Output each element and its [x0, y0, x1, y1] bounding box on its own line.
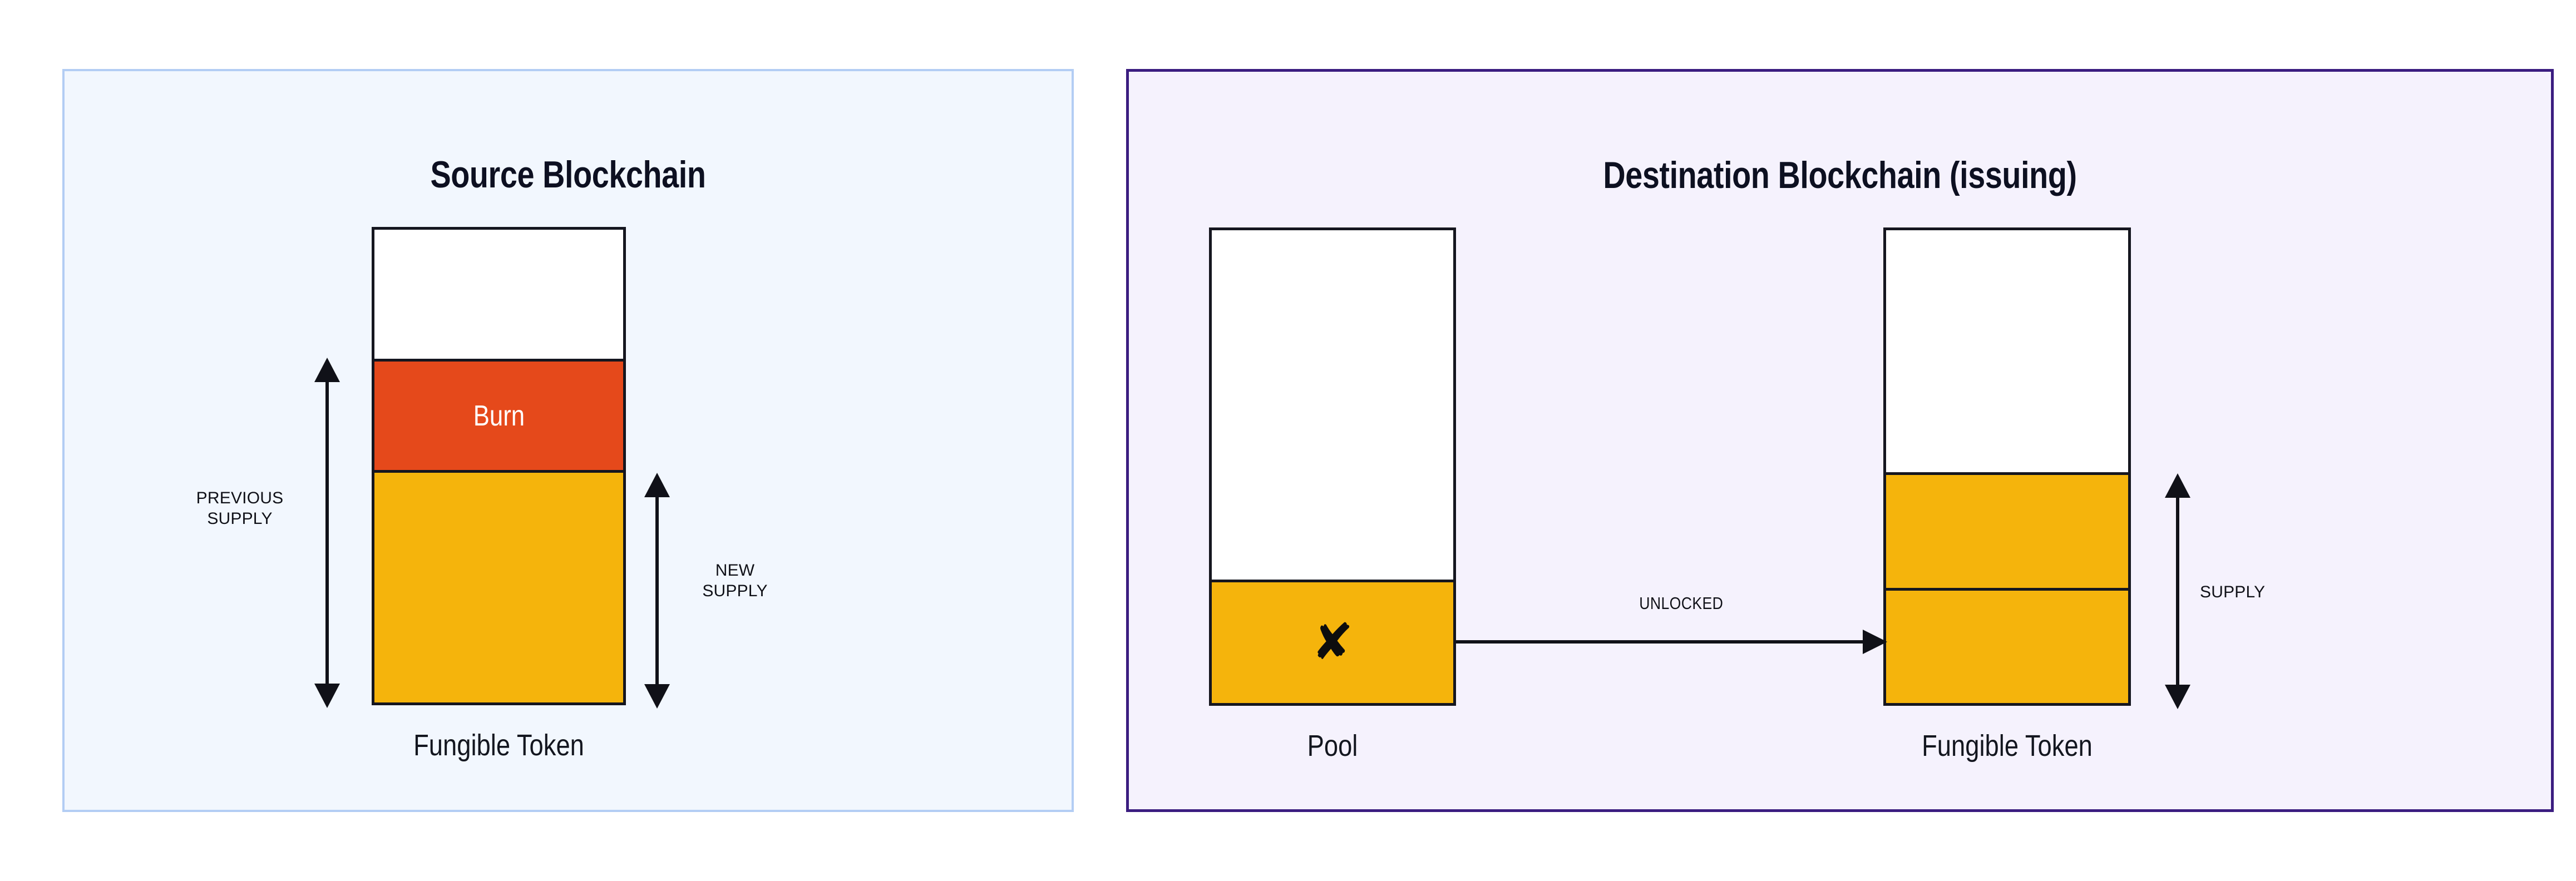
source-token-burn-segment: Burn [374, 359, 623, 473]
source-fungible-token-stack: Burn [372, 227, 626, 705]
destination-token-existing-supply-segment [1886, 588, 2128, 703]
previous-supply-label: PREVIOUS SUPPLY [196, 489, 284, 528]
pool-empty-segment [1212, 230, 1453, 580]
source-token-empty-segment [374, 230, 623, 359]
x-mark-icon: ✘ [1311, 613, 1354, 672]
destination-panel-title: Destination Blockchain (issuing) [1603, 154, 2077, 196]
source-token-caption: Fungible Token [413, 729, 584, 762]
previous-supply-measure-arrow [310, 358, 344, 708]
source-token-remaining-supply-segment [374, 472, 623, 702]
supply-label: SUPPLY [2200, 583, 2266, 601]
new-supply-label: NEW SUPPLY [702, 561, 768, 600]
supply-measure-arrow [2161, 473, 2194, 709]
destination-fungible-token-stack [1883, 227, 2131, 706]
destination-token-newly-unlocked-segment [1886, 472, 2128, 588]
unlocked-flow-arrow [1456, 625, 1887, 659]
destination-blockchain-panel: Destination Blockchain (issuing) ✘ Pool … [1126, 69, 2554, 812]
pool-caption: Pool [1307, 729, 1358, 763]
burn-label: Burn [473, 399, 525, 432]
new-supply-measure-arrow [640, 473, 674, 709]
pool-locked-segment: ✘ [1212, 579, 1453, 703]
pool-stack: ✘ [1209, 227, 1456, 706]
unlocked-flow-label: UNLOCKED [1639, 593, 1724, 613]
destination-token-caption: Fungible Token [1922, 729, 2093, 763]
destination-token-empty-segment [1886, 230, 2128, 472]
source-blockchain-panel: Source Blockchain Burn Fungible Token PR… [62, 69, 1074, 812]
source-panel-title: Source Blockchain [430, 154, 706, 196]
